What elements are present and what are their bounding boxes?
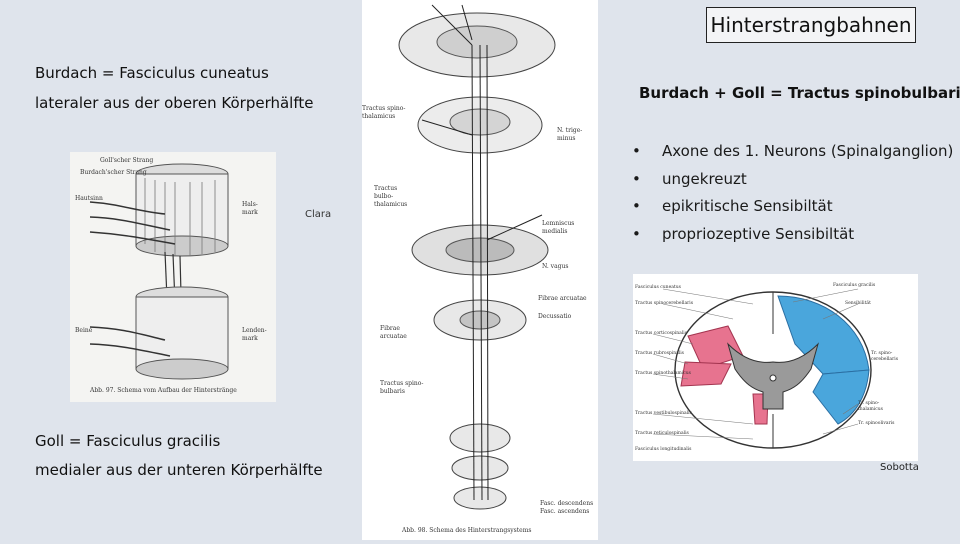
svg-text:Tractus spinothalamicus: Tractus spinothalamicus [635, 370, 692, 376]
svg-text:bulbo-: bulbo- [374, 193, 393, 200]
svg-text:Fasciculus cuneatus: Fasciculus cuneatus [635, 284, 682, 290]
svg-text:cerebellaris: cerebellaris [871, 356, 899, 362]
list-item: ungekreuzt [630, 166, 953, 194]
svg-text:Tractus spinocerebellaris: Tractus spinocerebellaris [635, 300, 694, 306]
svg-text:Goll'scher Strang: Goll'scher Strang [100, 157, 153, 164]
svg-text:Tractus reticulospinalis: Tractus reticulospinalis [635, 430, 690, 436]
svg-text:Tractus: Tractus [374, 185, 397, 192]
svg-text:Fasciculus longitudinalis: Fasciculus longitudinalis [635, 446, 692, 452]
spinal-cord-cross-section: Fasciculus cuneatus Tractus spinocerebel… [633, 274, 918, 461]
svg-text:Beine: Beine [75, 327, 93, 334]
svg-text:Tr. spinoolivaris: Tr. spinoolivaris [858, 420, 895, 426]
tract-schema-figure: Tractus spino- thalamicus N. trige- minu… [362, 0, 598, 540]
svg-text:N. vagus: N. vagus [542, 263, 568, 270]
svg-text:Tractus spino-: Tractus spino- [380, 380, 423, 387]
svg-text:Fibrae arcuatae: Fibrae arcuatae [538, 295, 587, 302]
svg-text:mark: mark [242, 335, 258, 342]
goll-heading: Goll = Fasciculus gracilis [35, 432, 221, 450]
svg-text:Fasc. descendens: Fasc. descendens [540, 500, 593, 507]
svg-text:arcuatae: arcuatae [380, 333, 407, 340]
svg-text:Hautsinn: Hautsinn [75, 195, 103, 202]
svg-text:Tr. spino-: Tr. spino- [858, 400, 880, 406]
feature-list: Axone des 1. Neurons (Spinalganglion) un… [630, 138, 953, 248]
svg-text:thalamicus: thalamicus [362, 113, 395, 120]
svg-text:Fasc. ascendens: Fasc. ascendens [540, 508, 589, 515]
burdach-heading: Burdach = Fasciculus cuneatus [35, 64, 269, 82]
svg-text:Burdach'scher Strang: Burdach'scher Strang [80, 169, 147, 176]
svg-text:Tractus rubrospinalis: Tractus rubrospinalis [635, 350, 685, 356]
svg-text:Lemniscus: Lemniscus [542, 220, 574, 227]
svg-text:minus: minus [557, 135, 575, 142]
svg-text:medialis: medialis [542, 228, 568, 235]
svg-text:N. trige-: N. trige- [557, 127, 582, 134]
svg-text:Hals-: Hals- [242, 201, 258, 208]
svg-text:thalamicus: thalamicus [858, 406, 884, 412]
slide-title: Hinterstrangbahnen [706, 7, 916, 43]
cross-section-drawing: Fasciculus cuneatus Tractus spinocerebel… [633, 274, 918, 461]
svg-text:Sensibilität: Sensibilität [845, 300, 871, 306]
tract-schema-drawing: Tractus spino- thalamicus N. trige- minu… [362, 0, 598, 540]
clara-label: Clara [305, 209, 332, 220]
svg-text:thalamicus: thalamicus [374, 201, 407, 208]
list-item: Axone des 1. Neurons (Spinalganglion) [630, 138, 953, 166]
svg-text:bulbaris: bulbaris [380, 388, 405, 395]
sobotta-label: Sobotta [880, 462, 919, 473]
svg-text:Tr. spino-: Tr. spino- [871, 350, 893, 356]
burdach-subtext: lateraler aus der oberen Körperhälfte [35, 94, 314, 112]
svg-text:Tractus spino-: Tractus spino- [362, 105, 405, 112]
posterior-column-drawing: Goll'scher Strang Burdach'scher Strang H… [70, 152, 276, 402]
goll-subtext: medialer aus der unteren Körperhälfte [35, 461, 323, 479]
svg-text:Tractus vestibulospinalis: Tractus vestibulospinalis [635, 410, 693, 416]
svg-text:Fasciculus gracilis: Fasciculus gracilis [833, 282, 876, 288]
svg-text:Lenden-: Lenden- [242, 327, 267, 334]
svg-text:Tractus corticospinalis: Tractus corticospinalis [635, 330, 688, 336]
svg-text:mark: mark [242, 209, 258, 216]
list-item: propriozeptive Sensibiltät [630, 221, 953, 249]
svg-text:Abb. 98. Schema des Hinterstra: Abb. 98. Schema des Hinterstrangsystems [401, 527, 531, 534]
posterior-column-figure: Goll'scher Strang Burdach'scher Strang H… [70, 152, 276, 402]
svg-text:Fibrae: Fibrae [380, 325, 400, 332]
svg-text:Decussatio: Decussatio [538, 313, 572, 320]
svg-text:Abb. 97. Schema vom Aufbau der: Abb. 97. Schema vom Aufbau der Hinterstr… [89, 387, 237, 394]
list-item: epikritische Sensibiltät [630, 193, 953, 221]
tract-heading: Burdach + Goll = Tractus spinobulbaris [639, 84, 960, 102]
